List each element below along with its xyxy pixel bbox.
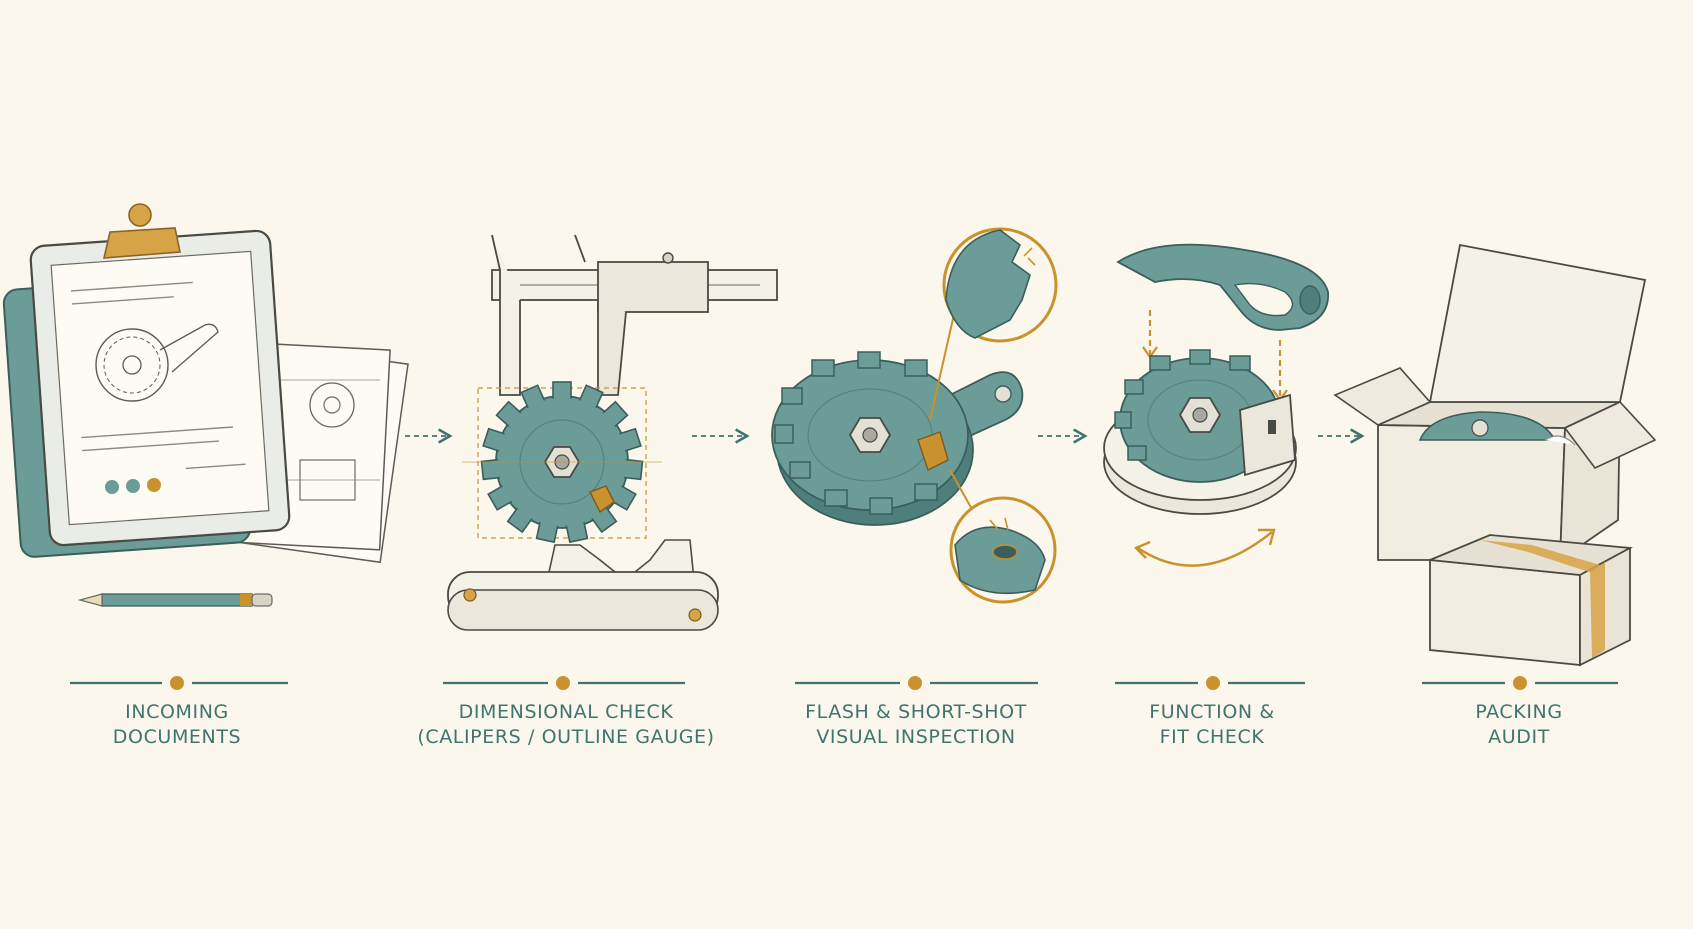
timeline-marker-4 [1115,676,1305,690]
step-label-line: DOCUMENTS [112,726,242,748]
packing-box-icon [1333,243,1657,667]
step-label-line: FLASH & SHORT-SHOT [805,701,1027,723]
timeline-marker-3 [795,676,1038,690]
step-label-packing-audit: PACKING AUDIT [1369,700,1669,750]
step-label-line: PACKING [1475,701,1563,723]
clipboard [29,203,291,547]
open-box [1333,243,1657,562]
gear [1114,349,1281,483]
timeline-marker-2 [443,676,685,690]
step-label-dimensional-check: DIMENSIONAL CHECK (CALIPERS / OUTLINE GA… [416,700,716,750]
magnifier-flash [942,227,1058,343]
step-label-line: FIT CHECK [1159,726,1265,748]
timeline-marker-1 [70,676,288,690]
outline-gauge [447,539,719,631]
closed-box [1429,534,1634,667]
magnifier-short-shot [949,496,1057,604]
caliper [491,234,778,396]
step-label-line: DIMENSIONAL CHECK [458,701,674,723]
caliper-gear-icon [447,234,778,631]
step-label-incoming-documents: INCOMING DOCUMENTS [27,700,327,750]
step-label-line: VISUAL INSPECTION [816,726,1016,748]
timeline-marker-5 [1422,676,1618,690]
fit-tool [1116,243,1329,331]
step-label-function-fit-check: FUNCTION & FIT CHECK [1062,700,1362,750]
gear [771,351,974,526]
step-label-line: FUNCTION & [1149,701,1275,723]
step-label-line: (CALIPERS / OUTLINE GAUGE) [417,726,715,748]
gear-fit-assembly-icon [1103,243,1329,567]
step-label-line: INCOMING [125,701,229,723]
step-label-line: AUDIT [1488,726,1550,748]
clipboard-drawings-icon [2,203,409,607]
pencil [77,593,273,607]
step-label-visual-inspection: FLASH & SHORT-SHOT VISUAL INSPECTION [766,700,1066,750]
magnified-gear-defect-icon [771,227,1058,604]
